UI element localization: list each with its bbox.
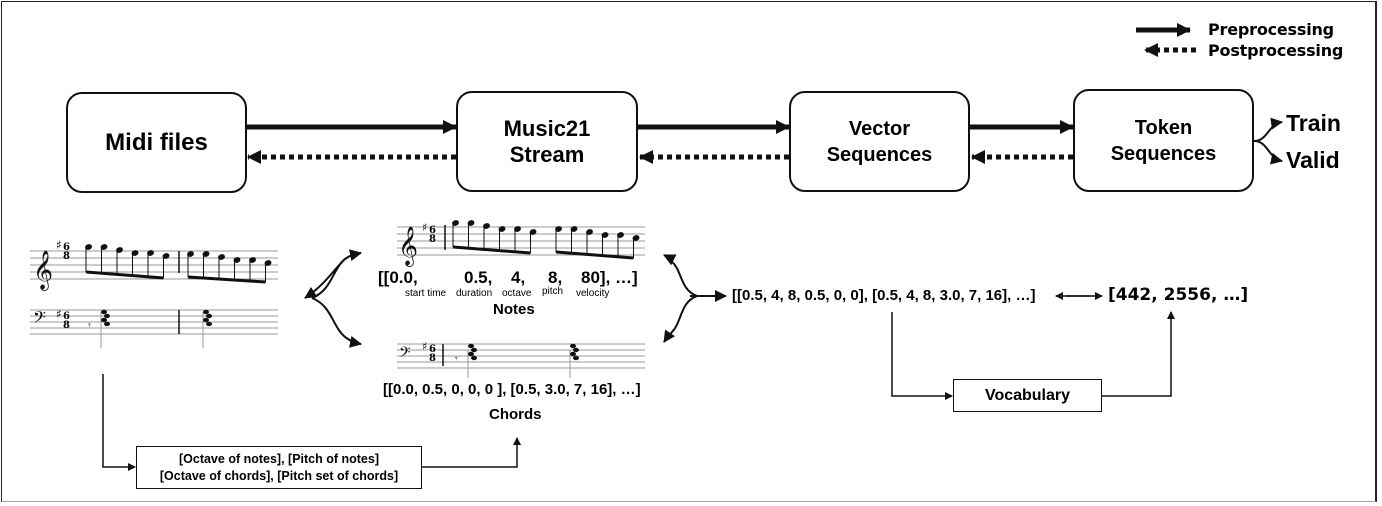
note-beam — [85, 270, 164, 280]
svg-text:𝄾: 𝄾 — [88, 319, 91, 332]
arrow-to-train — [1253, 117, 1283, 142]
bass-time-signature: ♯ 6 8 — [56, 307, 70, 331]
notes-field-start-time: start time — [405, 288, 447, 299]
notes-field-pitch: pitch — [542, 286, 564, 297]
chords-time-signature: ♯ 6 8 — [422, 340, 436, 364]
arrow-features-to-chords — [422, 437, 521, 468]
notes-value-start: [[0.0, — [378, 268, 418, 287]
features-line2: [Octave of chords], [Pitch set of chords… — [159, 468, 399, 483]
notes-field-velocity: velocity — [576, 288, 610, 299]
score-treble-notes — [85, 244, 272, 284]
score-bass-staff — [30, 309, 278, 348]
arrow-to-valid — [1253, 140, 1283, 165]
chords-staff — [397, 343, 645, 378]
notes-caption: Notes — [493, 301, 535, 318]
music21-label-line2: Stream — [509, 141, 585, 167]
legend-preprocessing-label: Preprocessing — [1208, 20, 1334, 39]
chords-caption: Chords — [489, 406, 542, 423]
arrow-vocabulary-to-token — [1102, 311, 1175, 397]
music21-label-line1: Music21 — [503, 115, 591, 141]
features-box[interactable]: [Octave of notes], [Pitch of notes] [Oct… — [136, 446, 422, 489]
notes-value-duration: 0.5, — [464, 268, 493, 287]
token-sequence-example: [442, 2556, …] — [1108, 285, 1249, 305]
valid-label: Valid — [1286, 147, 1340, 173]
chords-bass-clef-icon: 𝄢 — [399, 344, 411, 365]
vocabulary-label: Vocabulary — [984, 386, 1071, 404]
curved-arrow-notes-chords-to-vector — [663, 254, 727, 343]
train-label: Train — [1286, 110, 1341, 136]
notes-treble-clef-icon: 𝄞 — [398, 226, 418, 267]
music21-stream-box[interactable]: Music21 Stream — [456, 91, 638, 192]
vector-sequences-box[interactable]: Vector Sequences — [789, 91, 970, 192]
notes-value-pitch: 8, — [548, 268, 563, 287]
svg-text:𝄢: 𝄢 — [399, 344, 411, 365]
curved-arrow-score-to-notes — [304, 249, 362, 299]
note-beam — [452, 245, 531, 255]
vocabulary-box[interactable]: Vocabulary — [953, 379, 1102, 412]
notes-field-octave: octave — [502, 288, 532, 299]
notes-score-notes — [452, 220, 640, 260]
notes-time-signature: ♯ 6 8 — [422, 221, 436, 245]
time-sig-bottom: 8 — [63, 320, 70, 331]
arrow-score-to-features — [102, 374, 136, 471]
vector-label-line2: Sequences — [826, 143, 933, 166]
time-sig-bottom: 8 — [63, 251, 70, 262]
score-bass-chords: 𝄾 — [88, 309, 212, 332]
svg-text:𝄞: 𝄞 — [33, 250, 53, 291]
note-beam — [187, 275, 266, 284]
midi-files-label: Midi files — [105, 128, 208, 156]
time-sig-top: 6 — [429, 225, 436, 236]
note-beam — [555, 250, 634, 260]
time-sig-top: 6 — [429, 344, 436, 355]
features-line1: [Octave of notes], [Pitch of notes] — [178, 451, 379, 466]
svg-text:𝄾: 𝄾 — [455, 354, 458, 365]
legend-postprocessing-label: Postprocessing — [1208, 41, 1344, 60]
token-label-line2: Sequences — [1110, 142, 1217, 165]
svg-text:𝄞: 𝄞 — [398, 226, 418, 267]
vector-sequence-example: [[0.5, 4, 8, 0.5, 0, 0], [0.5, 4, 8, 3.0… — [732, 287, 1036, 304]
midi-files-box[interactable]: Midi files — [66, 92, 247, 193]
bass-clef-icon: 𝄢 — [33, 307, 46, 331]
time-sig-bottom: 8 — [429, 353, 436, 364]
chords-values: [[0.0, 0.5, 0, 0, 0 ], [0.5, 3.0, 7, 16]… — [383, 381, 641, 398]
treble-time-signature: ♯ 6 8 — [56, 238, 70, 262]
notes-field-duration: duration — [456, 288, 493, 299]
notes-value-octave: 4, — [511, 268, 526, 287]
vector-label-line1: Vector — [848, 117, 911, 140]
time-sig-bottom: 8 — [429, 234, 436, 245]
svg-text:𝄢: 𝄢 — [33, 307, 46, 331]
notes-value-velocity: 80], …] — [581, 268, 638, 287]
chords-score-chords: 𝄾 — [455, 343, 579, 365]
score-treble-staff — [30, 250, 278, 280]
token-sequences-box[interactable]: Token Sequences — [1073, 89, 1254, 192]
treble-clef-icon: 𝄞 — [33, 250, 53, 291]
time-sig-top: 6 — [63, 311, 70, 322]
curved-arrow-score-to-chords — [311, 297, 362, 348]
arrow-vector-to-vocabulary — [891, 312, 953, 400]
token-label-line1: Token — [1134, 116, 1193, 139]
time-sig-top: 6 — [63, 242, 70, 253]
